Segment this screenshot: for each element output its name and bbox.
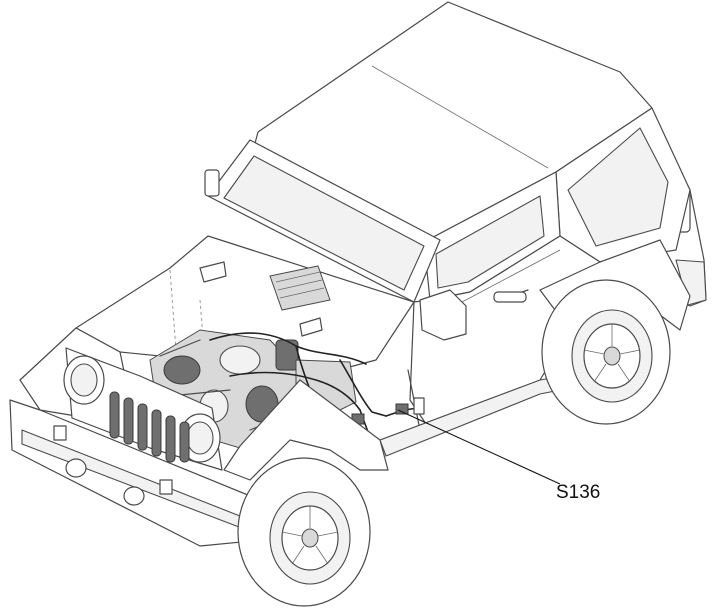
harness-connector <box>395 403 409 415</box>
callout-leader-line <box>397 409 561 485</box>
hard-top <box>247 1 691 301</box>
side-mirror <box>419 289 467 341</box>
front-grille <box>63 347 223 471</box>
fog-light <box>123 486 145 506</box>
door-handle <box>493 291 527 303</box>
callout-label-s136: S136 <box>556 482 600 503</box>
rear-side-window <box>567 127 669 247</box>
hood-latch-right <box>299 317 323 337</box>
hood-latch-left <box>199 261 227 283</box>
callout-s136: S136 <box>397 409 600 503</box>
door-window <box>435 195 545 289</box>
front-wheel-assembly <box>223 379 389 607</box>
rear-wheel-assembly <box>539 239 691 425</box>
tow-hook <box>159 479 173 495</box>
hood-vent <box>269 265 331 311</box>
windshield <box>204 139 441 303</box>
front-bumper <box>9 399 263 547</box>
tow-hook <box>53 425 67 441</box>
left-mirror <box>204 169 220 197</box>
fog-light <box>65 458 87 478</box>
harness-connector <box>413 397 425 415</box>
